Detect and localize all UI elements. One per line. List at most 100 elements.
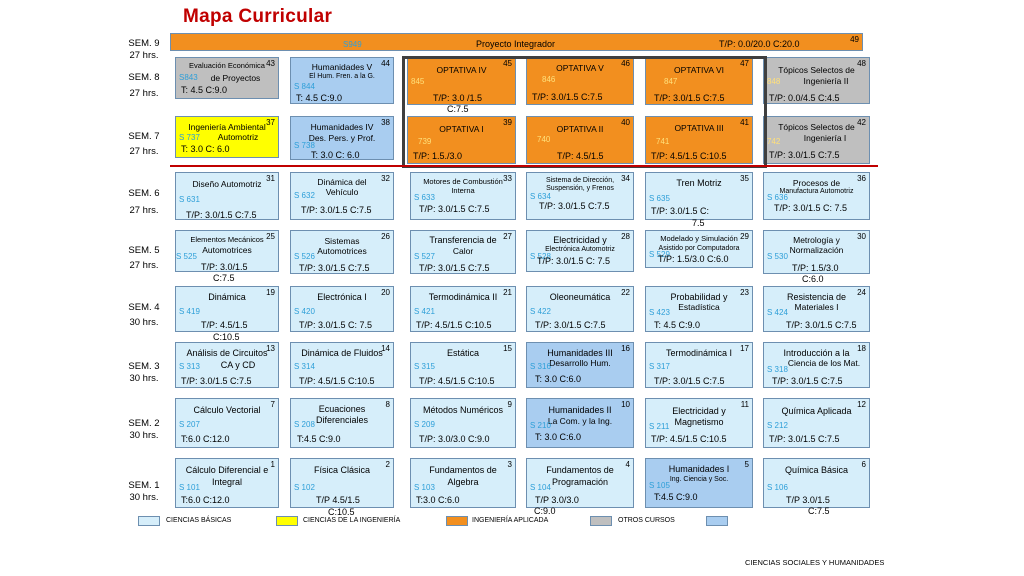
course-code: S 314	[294, 362, 315, 371]
course-number: 11	[740, 400, 749, 409]
course-box-28[interactable]: 28 Electricidad y Electrónica Automotriz…	[526, 230, 634, 272]
course-box-46[interactable]: 46 OPTATIVA V 846 T/P: 3.0/1.5 C:7.5	[526, 57, 634, 105]
course-box-2[interactable]: 2 Física Clásica S 102 T/P 4.5/1.5	[290, 458, 394, 508]
course-code: S 525	[176, 252, 197, 261]
course-name: Introducción a la	[783, 348, 850, 358]
course-name: Transferencia de	[429, 235, 497, 245]
course-number: 42	[857, 118, 866, 127]
course-number: 19	[266, 288, 275, 297]
course-number: 12	[857, 400, 866, 409]
course-code: S843	[179, 73, 198, 82]
course-box-14[interactable]: 14 Dinámica de Fluidos S 314 T/P: 4.5/1.…	[290, 342, 394, 388]
course-box-31[interactable]: 31 Diseño Automotriz S 631 T/P: 3.0/1.5 …	[175, 172, 279, 220]
course-number: 39	[503, 118, 512, 127]
course-box-6[interactable]: 6 Química Básica S 106 T/P 3.0/1.5	[763, 458, 870, 508]
course-box-32[interactable]: 32 Dinámica del Vehículo S 632 T/P: 3.0/…	[290, 172, 394, 220]
course-box-30[interactable]: 30 Metrología y Normalización S 530 T/P:…	[763, 230, 870, 274]
course-box-21[interactable]: 21 Termodinámica II S 421 T/P: 4.5/1.5 C…	[410, 286, 516, 332]
page-title: Mapa Curricular	[183, 6, 333, 27]
course-hours: T/P: 3.0/1.5 C: 7.5	[299, 320, 373, 330]
course-name: Cálculo Diferencial e	[185, 465, 269, 475]
course-box-10[interactable]: 10 Humanidades II La Com. y la Ing. S 21…	[526, 398, 634, 448]
course-name: Tren Motriz	[676, 178, 722, 188]
course-box-9[interactable]: 9 Métodos Numéricos S 209 T/P: 3.0/3.0 C…	[410, 398, 516, 448]
course-subtitle: La Com. y la Ing.	[547, 416, 613, 426]
course-box-20[interactable]: 20 Electrónica I S 420 T/P: 3.0/1.5 C: 7…	[290, 286, 394, 332]
course-subtitle: Programación	[551, 477, 609, 487]
course-box-43[interactable]: 43 Evaluación Económica S843 de Proyecto…	[175, 57, 279, 99]
course-hours: T:6.0 C:12.0	[181, 434, 230, 444]
course-box-48[interactable]: 48 Tópicos Selectos de 848 Ingeniería II…	[763, 57, 870, 104]
course-box-33[interactable]: 33 Motores de Combustión Interna S 633 T…	[410, 172, 516, 220]
course-number: 45	[503, 59, 512, 68]
course-box-39[interactable]: 39 OPTATIVA I 739 T/P: 1.5./3.0	[407, 116, 516, 164]
course-box-34[interactable]: 34 Sistema de Dirección, Suspensión, y F…	[526, 172, 634, 220]
course-subtitle: Calor	[452, 246, 474, 256]
course-box-12[interactable]: 12 Química Aplicada S 212 T/P: 3.0/1.5 C…	[763, 398, 870, 448]
course-box-37[interactable]: 37 Ingeniería Ambiental S 737 Automotriz…	[175, 116, 279, 158]
course-code: S 737	[179, 133, 200, 142]
course-box-36[interactable]: 36 Procesos de Manufactura Automotriz S …	[763, 172, 870, 220]
course-number: 14	[381, 344, 390, 353]
course-number: 43	[266, 59, 275, 68]
course-number: 18	[857, 344, 866, 353]
course-box-24[interactable]: 24 Resistencia de Materiales I S 424 T/P…	[763, 286, 870, 332]
course-box-25[interactable]: 25 Elementos Mecánicos Automotrices S 52…	[175, 230, 279, 272]
course-box-35[interactable]: 35 Tren Motriz S 635 T/P: 3.0/1.5 C:	[645, 172, 753, 220]
course-box-40[interactable]: 40 OPTATIVA II 740 T/P: 4.5/1.5	[526, 116, 634, 164]
course-hours: T: 3.0 C: 6.0	[311, 150, 360, 160]
course-box-38[interactable]: 38 Humanidades IV Des. Pers. y Prof. S 7…	[290, 116, 394, 160]
course-box-15[interactable]: 15 Estática S 315 T/P: 4.5/1.5 C:10.5	[410, 342, 516, 388]
course-hours: T/P: 3.0/1.5 C:7.5	[769, 434, 840, 444]
course-box-8[interactable]: 8 Ecuaciones Diferenciales S 208 T:4.5 C…	[290, 398, 394, 448]
course-box-49[interactable]: S949 Proyecto Integrador T/P: 0.0/20.0 C…	[170, 33, 863, 51]
course-box-1[interactable]: 1 Cálculo Diferencial e Integral S 101 T…	[175, 458, 279, 508]
course-box-45[interactable]: 45 OPTATIVA IV 845 T/P: 3.0 /1.5	[407, 57, 516, 105]
course-box-4[interactable]: 4 Fundamentos de Programación S 104 T/P …	[526, 458, 634, 508]
course-number: 48	[857, 59, 866, 68]
course-box-29[interactable]: 29 Modelado y Simulación Asistido por Co…	[645, 230, 753, 268]
course-code: S 104	[530, 483, 551, 492]
course-box-7[interactable]: 7 Cálculo Vectorial S 207 T:6.0 C:12.0	[175, 398, 279, 448]
course-number: 31	[266, 174, 275, 183]
course-box-41[interactable]: 41 OPTATIVA III 741 T/P: 4.5/1.5 C:10.5	[645, 116, 753, 164]
course-hours-credits: C:9.0	[534, 506, 556, 516]
course-number: 28	[621, 232, 630, 241]
course-hours-credits: C:10.5	[213, 332, 240, 342]
course-hours-credits: C:10.5	[328, 507, 355, 517]
course-box-13[interactable]: 13 Análisis de Circuitos S 313 CA y CD T…	[175, 342, 279, 388]
course-number: 17	[740, 344, 749, 353]
course-hours: T: 4.5 C:9.0	[296, 93, 343, 103]
course-subtitle: Ciencia de los Mat.	[787, 358, 861, 368]
course-code: S 317	[649, 362, 670, 371]
course-box-19[interactable]: 19 Dinámica S 419 T/P: 4.5/1.5	[175, 286, 279, 332]
course-box-44[interactable]: 44 Humanidades V El Hum. Fren. a la G. S…	[290, 57, 394, 104]
course-box-17[interactable]: 17 Termodinámica I S 317 T/P: 3.0/1.5 C:…	[645, 342, 753, 388]
course-box-16[interactable]: 16 Humanidades III Desarrollo Hum. S 316…	[526, 342, 634, 388]
course-box-42[interactable]: 42 Tópicos Selectos de 742 Ingeniería I …	[763, 116, 870, 164]
course-box-27[interactable]: 27 Transferencia de Calor S 527 T/P: 3.0…	[410, 230, 516, 274]
course-code: 742	[767, 137, 781, 146]
course-box-22[interactable]: 22 Oleoneumática S 422 T/P: 3.0/1.5 C:7.…	[526, 286, 634, 332]
course-name: Metrología y	[793, 235, 840, 245]
course-code: S 102	[294, 483, 315, 492]
course-box-18[interactable]: 18 Introducción a la Ciencia de los Mat.…	[763, 342, 870, 388]
course-box-11[interactable]: 11 Electricidad y Magnetismo S 211 T/P: …	[645, 398, 753, 448]
course-box-5[interactable]: 5 Humanidades I Ing. Ciencia y Soc. S 10…	[645, 458, 753, 508]
course-hours: T/P: 1.5/3.0	[792, 263, 839, 273]
course-name: Análisis de Circuitos	[186, 348, 268, 358]
course-hours: T/P: 3.0/1.5	[201, 262, 248, 272]
course-name: Humanidades V	[311, 62, 373, 72]
course-code: S 315	[414, 362, 435, 371]
course-box-47[interactable]: 47 OPTATIVA VI 847 T/P: 3.0/1.5 C:7.5	[645, 57, 753, 105]
course-code: S 844	[294, 82, 315, 91]
course-number: 16	[621, 344, 630, 353]
course-box-3[interactable]: 3 Fundamentos de Algebra S 103 T:3.0 C:6…	[410, 458, 516, 508]
legend-label-ciencias-sociales: CIENCIAS SOCIALES Y HUMANIDADES	[745, 558, 885, 567]
course-code: S 419	[179, 307, 200, 316]
course-box-26[interactable]: 26 Sistemas Automotrices S 526 T/P: 3.0/…	[290, 230, 394, 274]
course-number: 24	[857, 288, 866, 297]
course-box-23[interactable]: 23 Probabilidad y Estadística S 423 T: 4…	[645, 286, 753, 332]
course-hours-credits: C:7.5	[213, 273, 235, 283]
